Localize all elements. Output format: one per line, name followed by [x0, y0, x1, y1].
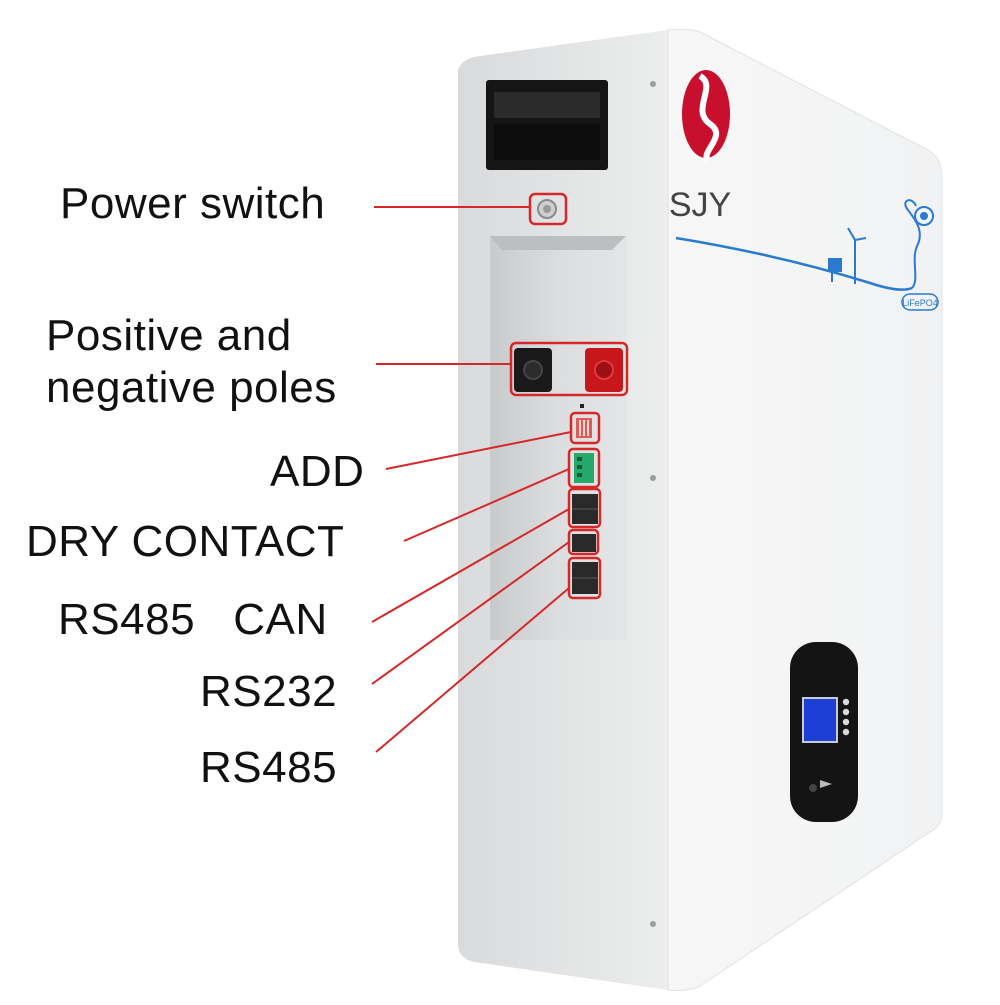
- display-button[interactable]: [842, 728, 850, 736]
- chemistry-badge: LiFePO4: [901, 293, 939, 311]
- brand-logo-text: SJY: [669, 186, 731, 224]
- display-button[interactable]: [842, 718, 850, 726]
- rs485-can-label: RS485 CAN: [58, 595, 328, 644]
- rs232-line: [371, 541, 570, 685]
- callout-lines: [371, 206, 572, 753]
- display-button[interactable]: [842, 708, 850, 716]
- dry-contact-label: DRY CONTACT: [26, 517, 345, 566]
- front-panel: [667, 28, 943, 991]
- dry-contact-line: [403, 468, 570, 542]
- rs232-port[interactable]: [572, 534, 596, 552]
- rs485-can-highlight: [567, 487, 602, 529]
- lcd-screen: [802, 697, 838, 743]
- rs232-label: RS232: [200, 667, 338, 716]
- rs485-label: RS485: [200, 743, 338, 792]
- wind-turbine-icon: [847, 227, 867, 284]
- reset-button[interactable]: [809, 784, 817, 792]
- play-icon: [820, 780, 832, 788]
- power-switch-highlight: [528, 192, 568, 226]
- rs485-can-line: [371, 508, 570, 623]
- screw: [650, 475, 656, 481]
- add-label: ADD: [270, 447, 365, 496]
- rs485-highlight: [567, 556, 602, 600]
- rs485-line: [375, 587, 570, 753]
- add-highlight: [569, 411, 601, 445]
- power-switch-label: Power switch: [60, 179, 326, 228]
- add-line: [385, 431, 572, 470]
- connector-recess: [490, 236, 626, 640]
- poles-label: Positive and negative poles: [46, 310, 337, 414]
- display-button[interactable]: [842, 698, 850, 706]
- poles-label-line1: Positive and: [46, 311, 292, 360]
- brand-logo-icon: [682, 70, 730, 163]
- solar-panel-icon: [828, 258, 842, 282]
- sun-icon: [914, 206, 934, 226]
- screw: [650, 921, 656, 927]
- screw: [650, 81, 656, 87]
- poles-label-line2: negative poles: [46, 363, 337, 412]
- poles-highlight: [509, 341, 629, 397]
- dry-contact-highlight: [567, 447, 601, 489]
- svg-text:LiFePO4: LiFePO4: [902, 298, 938, 308]
- wave-decoration: [675, 236, 913, 291]
